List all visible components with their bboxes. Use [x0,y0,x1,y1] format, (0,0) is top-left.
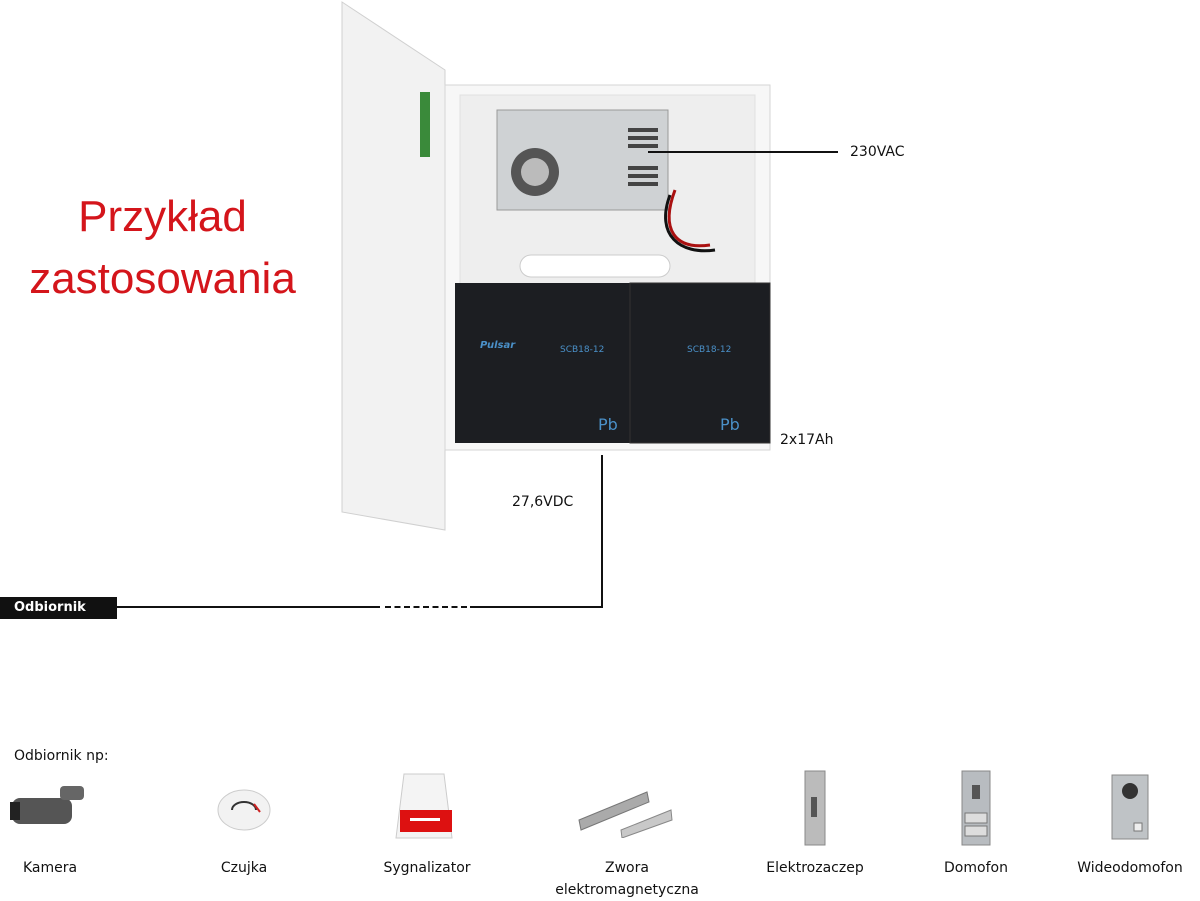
electric-strike-icon [804,770,826,845]
siren-icon [395,773,453,839]
receiver-item: Elektrozaczep [740,770,890,879]
svg-text:Pb: Pb [720,415,740,434]
output-line-vertical [601,455,603,608]
page-title: Przykład zastosowania [29,192,296,303]
receiver-line [117,606,380,608]
receiver-item: Czujka [169,770,319,879]
receiver-item: Sygnalizator [352,770,502,879]
smoke-detector-icon [217,789,271,830]
receiver-badge: Odbiornik [0,597,117,619]
receiver-item: Kamera [0,770,125,879]
input-label: 230VAC [850,144,905,160]
battery-2: SCB18-12 Pb [629,282,771,444]
battery-1: Pulsar SCB18-12 Pb [455,283,635,443]
input-line [648,151,838,153]
svg-text:SCB18-12: SCB18-12 [560,345,604,355]
output-line [470,606,603,608]
camera-icon [10,785,84,824]
video-intercom-icon [1111,774,1149,839]
receiver-item: Domofon [901,770,1051,879]
output-line-dashed [385,606,467,608]
enclosure-door [341,1,446,531]
svg-text:SCB18-12: SCB18-12 [687,345,731,355]
output-label: 27,6VDC [512,494,574,510]
intercom-icon [961,770,991,845]
power-supply-enclosure: Pulsar SCB18-12 Pb SCB18-12 Pb [341,1,771,531]
svg-text:Pulsar: Pulsar [480,340,516,351]
receiver-item: Wideodomofon [1055,770,1200,879]
receivers-heading: Odbiornik np: [14,748,109,764]
batteries-label: 2x17Ah [780,432,834,448]
magnetic-lock-icon [578,790,673,838]
svg-text:Pb: Pb [598,415,618,434]
